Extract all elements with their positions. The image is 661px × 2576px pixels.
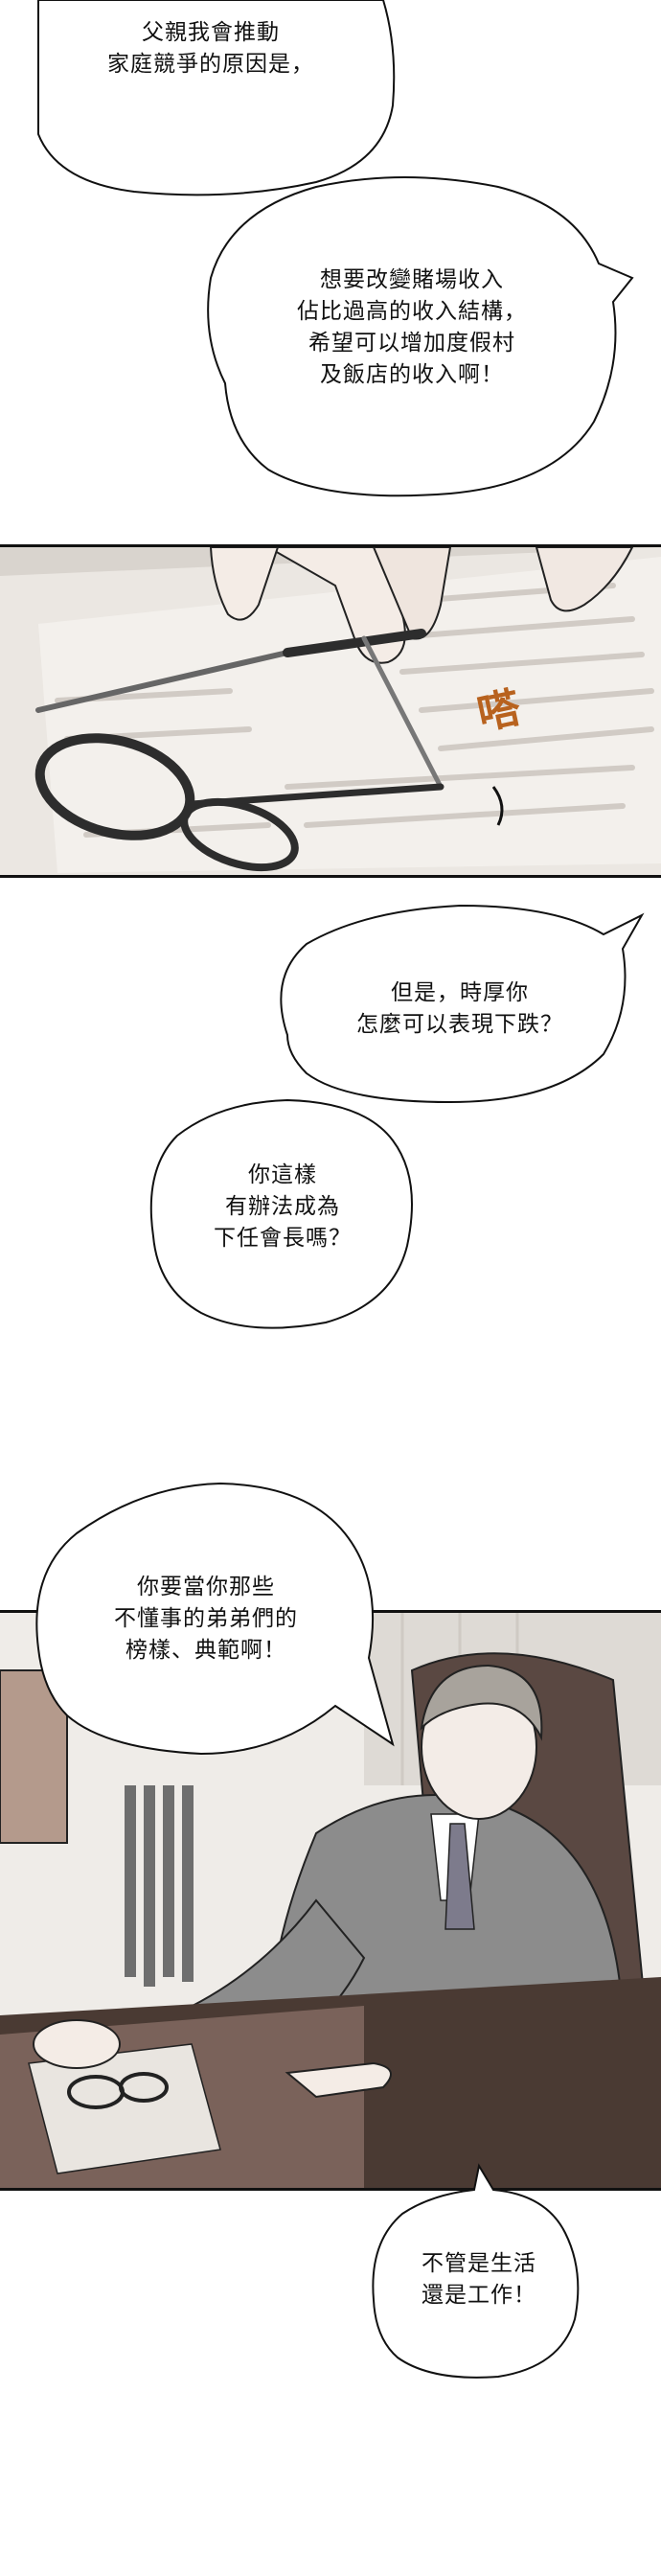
bubble-4-text: 你這樣 有辦法成為 下任會長嗎？ bbox=[214, 1162, 352, 1251]
man-illustration bbox=[0, 1613, 661, 2188]
bubble-5-text: 你要當你那些 不懂事的弟弟們的 榜樣、典範啊！ bbox=[114, 1575, 298, 1663]
bubble-3-text: 但是，時厚你 怎麼可以表現下跌？ bbox=[356, 980, 563, 1037]
panel-man-at-desk bbox=[0, 1610, 661, 2191]
bubble-2-text: 想要改變賭場收入 佔比過高的收入結構， 希望可以增加度假村 及飯店的收入啊！ bbox=[297, 267, 527, 387]
panel-glasses: 嗒 bbox=[0, 544, 661, 878]
speech-bubble-4 bbox=[149, 1098, 413, 1329]
bubble-6-text: 不管是生活 還是工作！ bbox=[422, 2251, 536, 2308]
glasses-illustration bbox=[0, 547, 661, 875]
speech-bubble-3 bbox=[280, 904, 645, 1104]
speech-bubble-5 bbox=[35, 1482, 395, 1756]
speech-bubble-1 bbox=[37, 0, 396, 196]
speech-bubble-2 bbox=[207, 176, 634, 497]
bubble-1-text: 父親我會推動 家庭競爭的原因是， bbox=[107, 20, 314, 77]
